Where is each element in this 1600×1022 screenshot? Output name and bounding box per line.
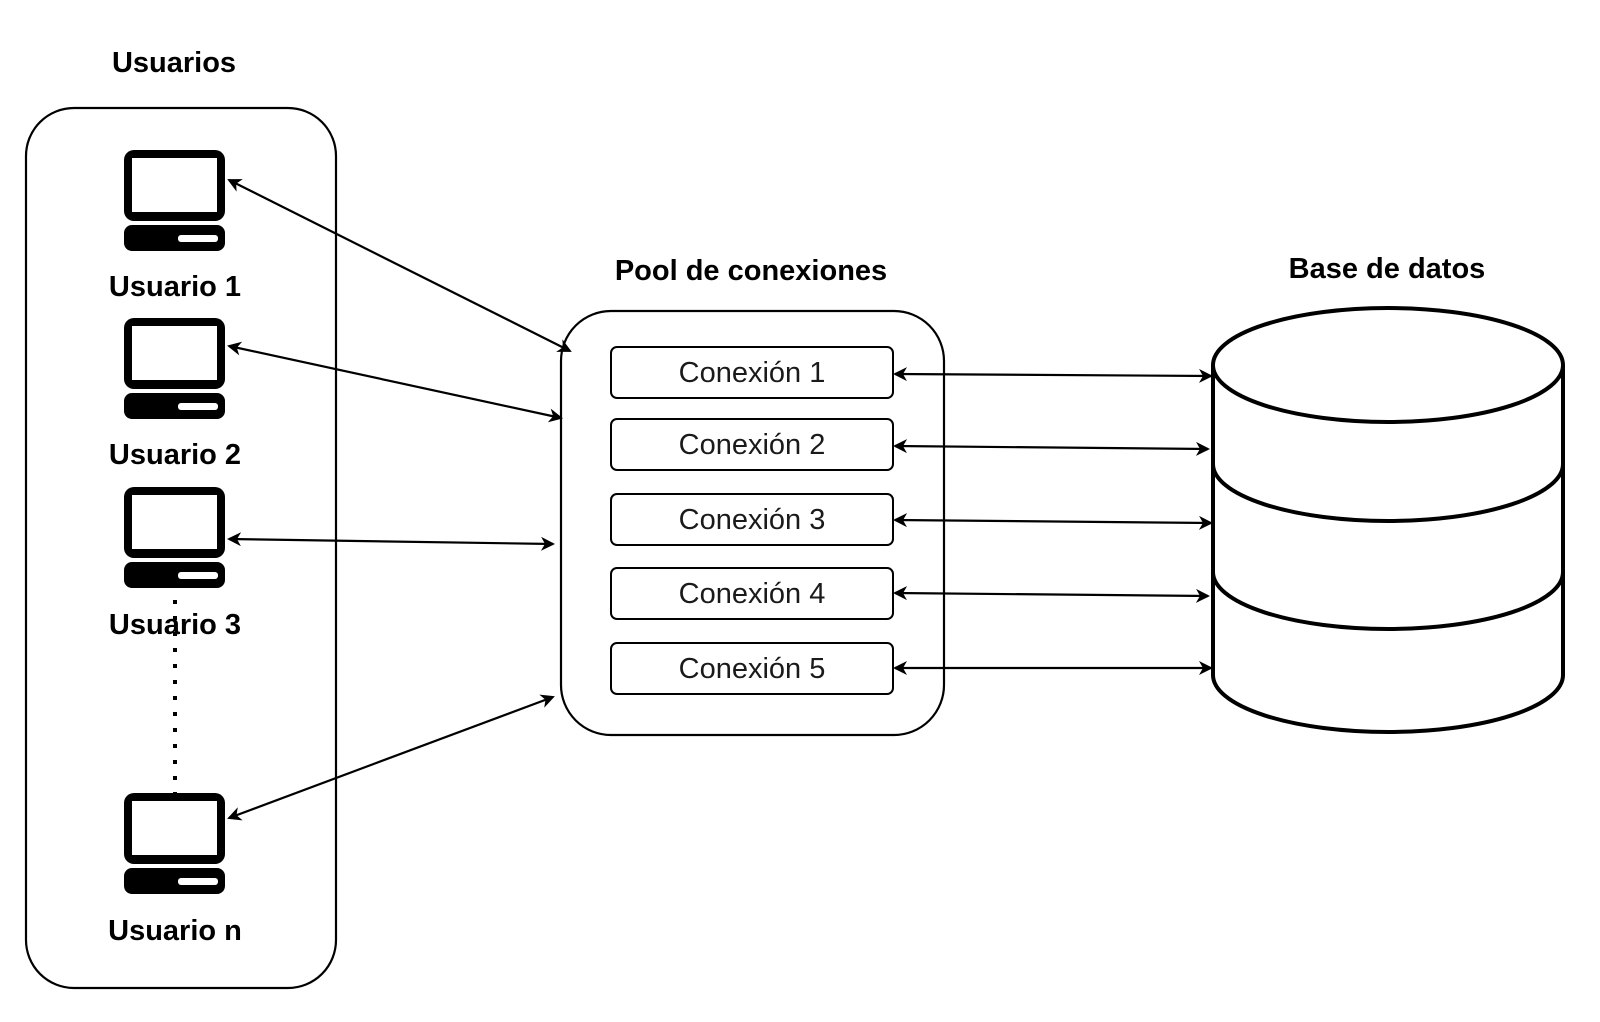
edge-conn1-db [893,367,1213,383]
connection-box [610,567,894,620]
user-label: Usuario 3 [109,609,241,641]
database-icon [1211,306,1565,734]
edge-user2-pool [227,341,563,423]
connection-box [610,418,894,471]
users-group-title: Usuarios [112,47,236,79]
connection-5: Conexión 5 [610,642,894,695]
connection-label: Conexión 3 [679,504,826,536]
edge-user1-pool [227,179,572,352]
connection-3: Conexión 3 [610,493,894,546]
connection-box [610,346,894,399]
connection-label: Conexión 5 [679,653,826,685]
connection-label: Conexión 4 [679,578,826,610]
edge-usern-pool [227,694,555,821]
edge-conn2-db [893,439,1210,456]
edge-user3-pool [227,532,555,551]
computer-icon [124,150,225,251]
database-group-title: Base de datos [1289,253,1486,285]
user-label: Usuario 1 [109,271,241,303]
user-n: Usuario n [108,793,242,947]
connection-1: Conexión 1 [610,346,894,399]
user-3: Usuario 3 [109,487,241,641]
connection-2: Conexión 2 [610,418,894,471]
computer-icon [124,487,225,588]
connection-box [610,493,894,546]
user-2: Usuario 2 [109,318,241,471]
computer-icon [124,318,225,419]
user-label: Usuario n [108,915,242,947]
user-1: Usuario 1 [109,150,241,303]
connection-label: Conexión 2 [679,429,826,461]
connection-label: Conexión 1 [679,357,826,389]
pool-group-title: Pool de conexiones [615,255,887,287]
computer-icon [124,793,225,894]
user-label: Usuario 2 [109,439,241,471]
connection-4: Conexión 4 [610,567,894,620]
edge-conn4-db [893,586,1210,603]
edge-conn3-db [893,513,1213,530]
